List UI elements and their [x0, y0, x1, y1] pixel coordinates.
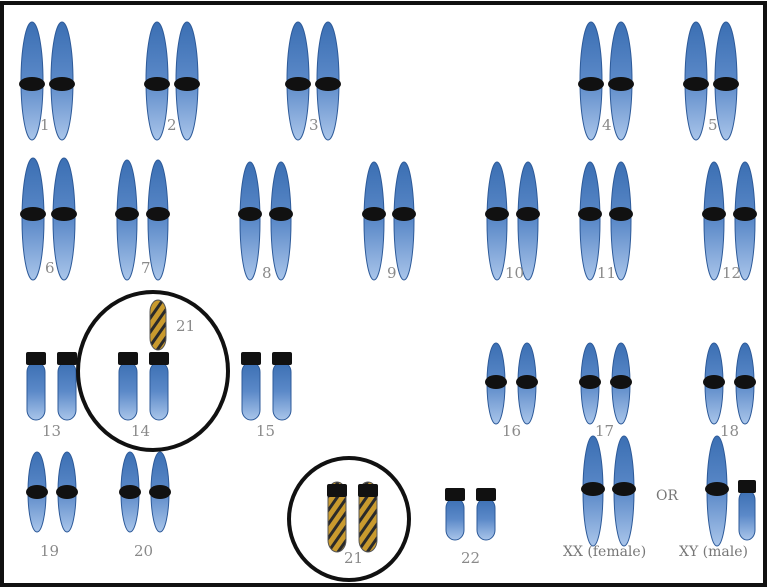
- label-chromosome-1: 1: [40, 116, 50, 134]
- chromosome-19-b: [56, 452, 78, 532]
- label-chromosome-7: 7: [141, 259, 151, 277]
- chromosome-6-a: [20, 158, 46, 280]
- chromosome-2-b: [174, 22, 200, 140]
- chromosome-15-a: [241, 352, 261, 420]
- label-chromosome-11: 11: [597, 264, 616, 282]
- chromosome-17-b: [610, 343, 632, 424]
- label-chromosome-17: 17: [595, 422, 614, 440]
- chromosome-3-a: [285, 22, 311, 140]
- chromosome-7-a: [115, 160, 139, 280]
- label-translocated-21: 21: [176, 317, 195, 335]
- label-xy-male: XY (male): [679, 544, 748, 560]
- chromosome-21-b: [358, 482, 378, 552]
- chromosome-1-b: [49, 22, 75, 140]
- chromosome-12-b: [733, 162, 757, 280]
- label-chromosome-16: 16: [502, 422, 521, 440]
- label-chromosome-8: 8: [262, 264, 272, 282]
- chromosome-8-b: [269, 162, 293, 280]
- chromosome-20-a: [119, 452, 141, 532]
- chromosome-18-a: [703, 343, 725, 424]
- label-chromosome-5: 5: [708, 116, 718, 134]
- chromosome-11-b: [609, 162, 633, 280]
- label-or: OR: [656, 488, 678, 504]
- label-chromosome-13: 13: [42, 422, 61, 440]
- chromosome-17-a: [579, 343, 601, 424]
- chromosome-18-b: [734, 343, 756, 424]
- label-chromosome-10: 10: [505, 264, 524, 282]
- chromosome-9-a: [362, 162, 386, 280]
- label-chromosome-15: 15: [256, 422, 275, 440]
- label-xx-female: XX (female): [563, 544, 646, 560]
- chromosome-10-b: [516, 162, 540, 280]
- label-chromosome-9: 9: [387, 264, 397, 282]
- chromosome-11-a: [578, 162, 602, 280]
- label-chromosome-4: 4: [602, 116, 612, 134]
- label-chromosome-2: 2: [167, 116, 177, 134]
- chromosome-8-a: [238, 162, 262, 280]
- chromosome-x-female-a: [581, 436, 605, 546]
- label-chromosome-19: 19: [40, 542, 59, 560]
- chromosome-19-a: [26, 452, 48, 532]
- chromosome-22-a: [445, 488, 465, 540]
- chromosome-13-b: [57, 352, 77, 420]
- chromosome-6-b: [51, 158, 77, 280]
- label-chromosome-18: 18: [720, 422, 739, 440]
- label-chromosome-3: 3: [309, 116, 319, 134]
- chromosome-4-b: [608, 22, 634, 140]
- chromosome-16-b: [516, 343, 538, 424]
- chromosome-14-a: [118, 352, 138, 420]
- chromosome-5-a: [683, 22, 709, 140]
- chromosome-21-a: [327, 482, 347, 552]
- chromosome-14-b: [149, 352, 169, 420]
- chromosome-22-b: [476, 488, 496, 540]
- label-chromosome-14: 14: [131, 422, 150, 440]
- label-chromosome-22: 22: [461, 549, 480, 567]
- chromosome-16-a: [485, 343, 507, 424]
- label-chromosome-6: 6: [45, 259, 55, 277]
- chromosome-y-male: [738, 480, 756, 540]
- chromosome-12-a: [702, 162, 726, 280]
- chromosome-10-a: [485, 162, 509, 280]
- chromosome-3-b: [315, 22, 341, 140]
- chromosome-x-male: [705, 436, 729, 546]
- label-chromosome-20: 20: [134, 542, 153, 560]
- chromosome-9-b: [392, 162, 416, 280]
- chromosome-15-b: [272, 352, 292, 420]
- chromosome-4-a: [578, 22, 604, 140]
- chromosome-20-b: [149, 452, 171, 532]
- label-chromosome-12: 12: [722, 264, 741, 282]
- translocated-21-on-14: [150, 300, 166, 350]
- label-chromosome-21: 21: [344, 549, 363, 567]
- diagram-border: [2, 3, 765, 585]
- chromosome-x-female-b: [612, 436, 636, 546]
- chromosome-13-a: [26, 352, 46, 420]
